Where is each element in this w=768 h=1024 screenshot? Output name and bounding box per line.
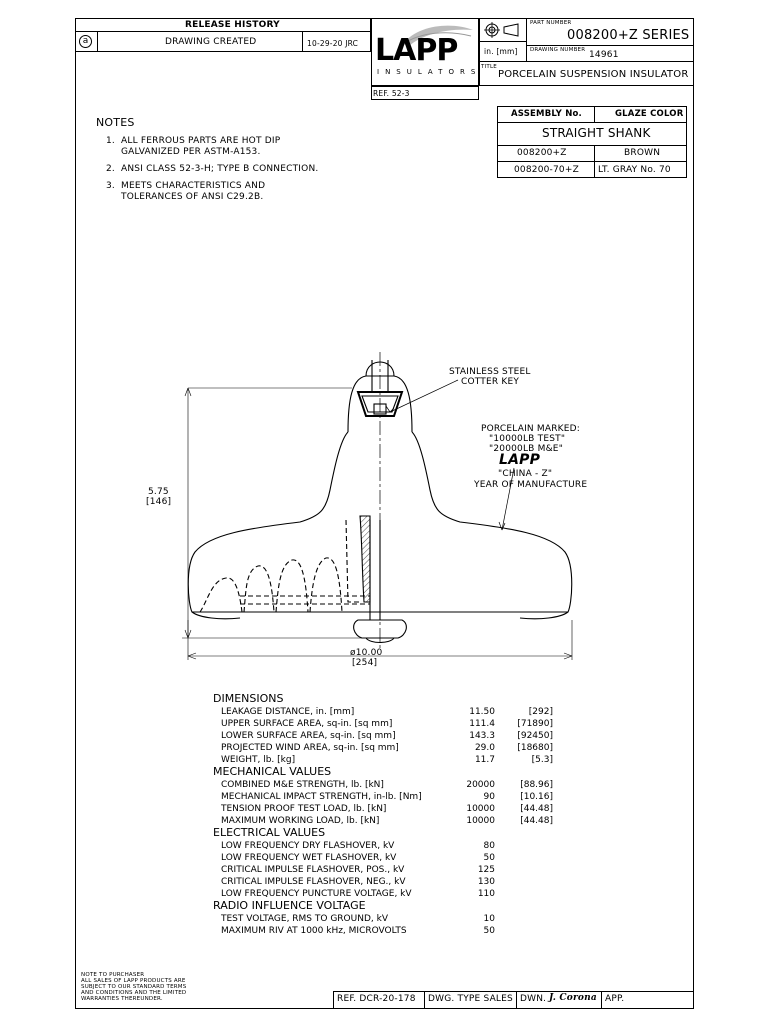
spec-row: TENSION PROOF TEST LOAD, lb. [kN]10000[4… xyxy=(221,804,553,814)
ref-label: REF. 52-3 xyxy=(373,89,410,98)
note-2-num: 2. xyxy=(106,164,115,174)
glaze-row-1: BROWN xyxy=(624,148,661,158)
footer-dwn-label: DWN. xyxy=(520,994,547,1004)
units: in. [mm] xyxy=(484,47,518,56)
spec-heading-mechanical: MECHANICAL VALUES xyxy=(213,765,332,778)
revision-circle: a xyxy=(79,35,92,48)
purchaser-note-line: WARRANTIES THEREUNDER. xyxy=(81,996,163,1002)
straight-shank-heading: STRAIGHT SHANK xyxy=(542,126,651,140)
title-block: in. [mm] PART NUMBER 008200+Z SERIES DRA… xyxy=(479,18,694,86)
footer-ref: REF. DCR-20-178 xyxy=(337,994,416,1004)
notes-heading: NOTES xyxy=(96,116,135,129)
logo-text: LAPP xyxy=(375,33,458,68)
spec-row: MECHANICAL IMPACT STRENGTH, in-lb. [Nm]9… xyxy=(221,792,553,802)
height-dimension: 5.75 xyxy=(148,487,169,497)
revision-letter: a xyxy=(82,36,89,46)
lapp-logo: LAPP INSULATORS xyxy=(373,22,477,80)
callout-cotter-key-1: STAINLESS STEEL xyxy=(449,367,531,377)
marking-lapp-logo: LAPP xyxy=(499,452,541,468)
footer-dwn-signature: J. Corona xyxy=(549,993,597,1003)
ref-value: 52-3 xyxy=(391,89,410,98)
release-history-title: RELEASE HISTORY xyxy=(185,20,280,30)
spec-row: WEIGHT, lb. [kg]11.7[5.3] xyxy=(221,755,553,765)
note-1-line-2: GALVANIZED PER ASTM-A153. xyxy=(121,147,261,157)
glaze-col-header: GLAZE COLOR xyxy=(615,109,684,119)
note-3-num: 3. xyxy=(106,181,115,191)
spec-row: UPPER SURFACE AREA, sq-in. [sq mm]111.4[… xyxy=(221,719,553,729)
purchaser-note-line: ALL SALES OF LAPP PRODUCTS ARE xyxy=(81,978,186,984)
drawing-title: PORCELAIN SUSPENSION INSULATOR xyxy=(498,69,689,80)
drawing-number: 14961 xyxy=(589,50,619,60)
footer-app: APP. xyxy=(605,994,625,1004)
release-history: RELEASE HISTORY a DRAWING CREATED 10-29-… xyxy=(75,18,371,52)
specifications: DIMENSIONS LEAKAGE DISTANCE, in. [mm]11.… xyxy=(213,693,553,938)
note-2-line-1: ANSI CLASS 52-3-H; TYPE B CONNECTION. xyxy=(121,164,319,174)
purchaser-note-line: SUBJECT TO OUR STANDARD TERMS xyxy=(81,984,187,990)
note-3-line-2: TOLERANCES OF ANSI C29.2B. xyxy=(121,192,264,202)
assembly-col-header: ASSEMBLY No. xyxy=(511,109,582,119)
insulator-drawing xyxy=(182,352,573,660)
footer-block: REF. DCR-20-178 DWG. TYPE SALES DWN. J. … xyxy=(333,991,694,1009)
callout-cotter-key-2: COTTER KEY xyxy=(461,377,520,387)
notes: NOTES 1. ALL FERROUS PARTS ARE HOT DIP G… xyxy=(96,117,396,207)
logo-subtext: INSULATORS xyxy=(377,68,482,76)
glaze-row-2: LT. GRAY No. 70 xyxy=(598,165,671,175)
spec-row: LEAKAGE DISTANCE, in. [mm]11.50[292] xyxy=(221,707,553,717)
callout-marking-2: "10000LB TEST" xyxy=(489,434,566,444)
spec-row: COMBINED M&E STRENGTH, lb. [kN]20000[88.… xyxy=(221,780,553,790)
note-3-line-1: MEETS CHARACTERISTICS AND xyxy=(121,181,266,191)
ref-block xyxy=(371,86,479,100)
callout-marking-3: "20000LB M&E" xyxy=(489,444,564,454)
assembly-row-1: 008200+Z xyxy=(517,148,567,158)
logo-block xyxy=(371,18,479,86)
part-number: 008200+Z SERIES xyxy=(567,28,690,43)
spec-row: MAXIMUM WORKING LOAD, lb. [kN]10000[44.4… xyxy=(221,816,553,826)
assembly-table: ASSEMBLY No. GLAZE COLOR STRAIGHT SHANK … xyxy=(497,106,687,178)
projection-symbol-icon xyxy=(484,22,519,38)
spec-row: LOWER SURFACE AREA, sq-in. [sq mm]143.3[… xyxy=(221,731,553,741)
lapp-logo-swoosh xyxy=(402,25,473,46)
spec-heading-riv: RADIO INFLUENCE VOLTAGE xyxy=(213,899,366,912)
release-description: DRAWING CREATED xyxy=(165,37,257,47)
spec-heading-dimensions: DIMENSIONS xyxy=(213,692,284,705)
callout-marking-4: "CHINA - Z" xyxy=(498,469,553,479)
purchaser-note-line: NOTE TO PURCHASER xyxy=(81,972,145,978)
note-1-line-1: ALL FERROUS PARTS ARE HOT DIP xyxy=(121,136,281,146)
callout-marking-5: YEAR OF MANUFACTURE xyxy=(474,480,588,490)
callout-marking-1: PORCELAIN MARKED: xyxy=(481,424,581,434)
part-number-label: PART NUMBER xyxy=(530,20,572,26)
spec-row: PROJECTED WIND AREA, sq-in. [sq mm]29.0[… xyxy=(221,743,553,753)
footer-dwg-type: DWG. TYPE SALES xyxy=(428,994,513,1004)
title-label: TITLE xyxy=(481,64,497,70)
drawing-number-label: DRAWING NUMBER xyxy=(530,47,586,53)
purchaser-note-line: AND CONDITIONS AND THE LIMITED xyxy=(81,990,187,996)
height-dimension-mm: [146] xyxy=(146,497,172,507)
purchaser-note: NOTE TO PURCHASER ALL SALES OF LAPP PROD… xyxy=(81,972,191,1004)
diameter-dimension: ø10.00 xyxy=(350,648,383,658)
assembly-row-2: 008200-70+Z xyxy=(514,165,579,175)
spec-heading-electrical: ELECTRICAL VALUES xyxy=(213,826,326,839)
release-date-by: 10-29-20 JRC xyxy=(307,39,359,48)
note-1-num: 1. xyxy=(106,136,115,146)
diameter-dimension-mm: [254] xyxy=(352,658,378,668)
